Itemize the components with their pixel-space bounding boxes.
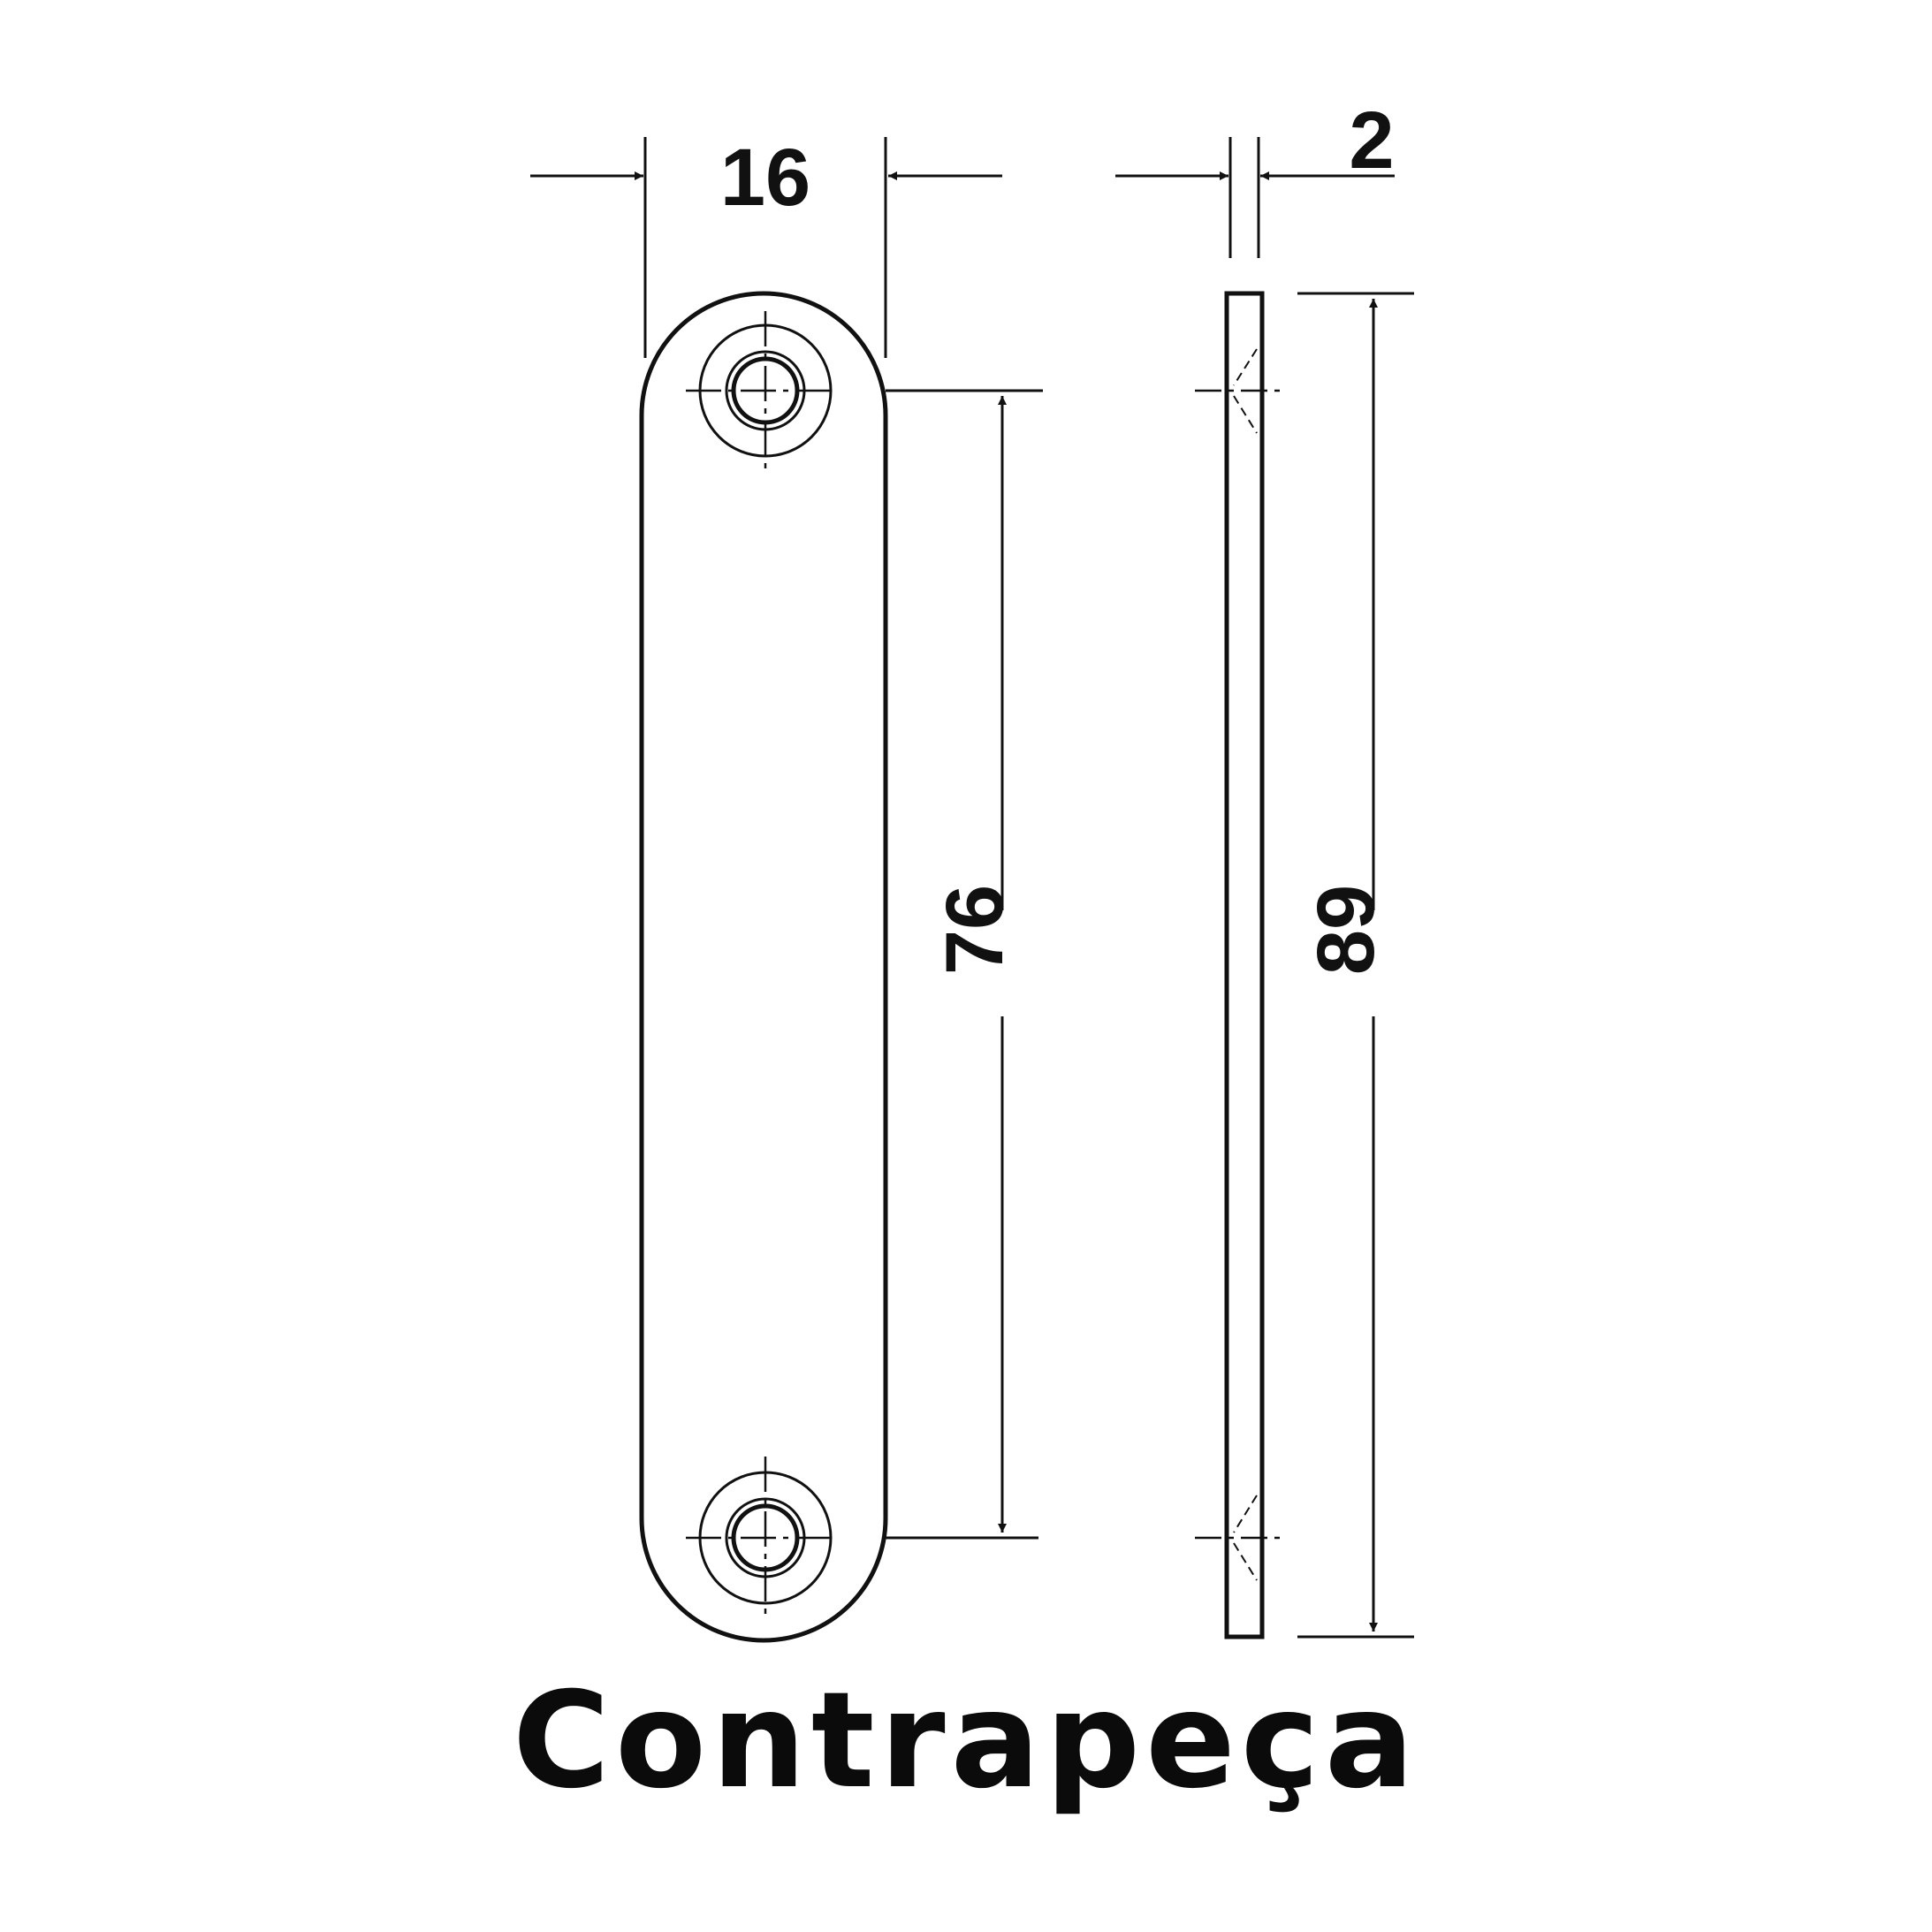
front-view <box>639 291 888 1643</box>
length-label: 89 <box>1301 885 1391 975</box>
bottom-screw-hole <box>686 1457 836 1621</box>
thickness-label: 2 <box>1349 95 1394 186</box>
width-label: 16 <box>720 133 810 223</box>
caption-title: Contrapeça <box>512 1664 1420 1818</box>
side-view <box>1195 291 1283 1639</box>
length-dimension: 89 <box>1297 292 1414 1639</box>
side-profile <box>1224 291 1265 1639</box>
width-dimension: 16 <box>530 133 1002 358</box>
hole-spacing-dimension: 76 <box>886 389 1043 1540</box>
thickness-dimension: 2 <box>1115 95 1395 258</box>
top-screw-hole <box>686 311 836 473</box>
plate-outline <box>639 291 888 1643</box>
hole-spacing-label: 76 <box>930 885 1020 975</box>
